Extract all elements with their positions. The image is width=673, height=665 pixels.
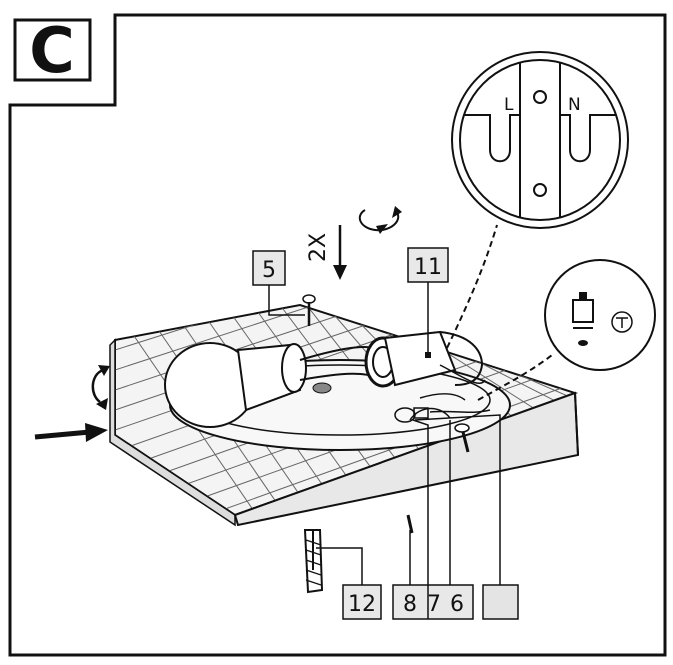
wiring <box>394 364 491 423</box>
push-arrow-icon <box>34 423 108 442</box>
callout-12-leader <box>316 547 363 585</box>
detail-leader-earth <box>477 354 553 401</box>
rotate-arrow-icon <box>358 206 402 234</box>
terminal-neutral-label: N <box>568 95 581 115</box>
lamp-socket <box>364 330 484 388</box>
callout-7-leader <box>412 419 429 619</box>
callout-12: 12 <box>348 592 376 617</box>
callout-5: 5 <box>262 258 276 283</box>
lamp-bulb <box>164 342 381 428</box>
panel-letter: C <box>29 14 75 87</box>
terminal-detail: L N <box>451 51 629 229</box>
panel-frame <box>8 13 667 657</box>
callout-11: 11 <box>414 255 442 280</box>
detail-leader-terminal <box>446 224 498 349</box>
rotation-note: 2X <box>306 233 331 262</box>
callout-876-box <box>392 584 474 620</box>
callout-7: 7 <box>427 592 441 617</box>
callout-blank-box <box>482 584 519 620</box>
screw-8 <box>406 514 414 534</box>
callout-blank-leader <box>414 414 501 585</box>
callout-11-box <box>407 247 449 283</box>
callout-6: 6 <box>450 592 464 617</box>
screw-5 <box>302 294 316 326</box>
wall-plug-12 <box>303 529 324 594</box>
terminal-live-label: L <box>504 95 514 115</box>
callout-5-leader <box>268 285 305 316</box>
screw-6 <box>454 423 470 453</box>
rotate-left-icon <box>91 365 110 410</box>
earth-detail <box>544 259 656 371</box>
down-arrow-icon <box>333 225 347 280</box>
callout-8: 8 <box>403 592 417 617</box>
callout-12-box <box>342 584 382 620</box>
panel-letter-box <box>13 18 92 82</box>
